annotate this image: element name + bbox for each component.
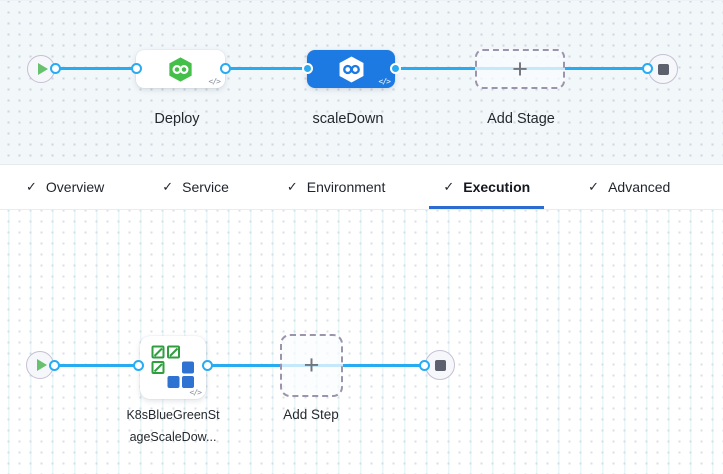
- connector-port: [301, 63, 313, 74]
- tab-environment[interactable]: ✓ Environment: [273, 165, 400, 209]
- connector-port: [389, 63, 401, 74]
- tab-label: Advanced: [608, 179, 671, 195]
- plus-icon: +: [512, 53, 528, 84]
- step-connector-line: [54, 364, 425, 367]
- step-label-k8s-bluegreen-scaledown: K8sBlueGreenStageScaleDow...: [126, 408, 220, 444]
- connector-port: [49, 63, 61, 74]
- plus-icon: +: [303, 350, 320, 380]
- stage-graph-canvas: </> </> + Deploy scaleDown Add Stage: [0, 0, 723, 164]
- connector-port: [201, 359, 213, 371]
- connector-port: [418, 359, 430, 371]
- stage-node-deploy[interactable]: </>: [136, 50, 225, 88]
- tab-execution[interactable]: ✓ Execution: [429, 165, 545, 209]
- code-icon: </>: [378, 77, 391, 86]
- code-icon: </>: [208, 77, 221, 86]
- add-stage-button[interactable]: +: [475, 49, 565, 89]
- add-step-button[interactable]: +: [280, 334, 343, 397]
- check-icon: ✓: [26, 179, 37, 194]
- step-label-add-step: Add Step: [283, 407, 339, 422]
- connector-port: [48, 359, 60, 371]
- stop-icon: [434, 359, 446, 371]
- play-icon: [36, 359, 47, 371]
- deploy-hexagon-icon: [169, 56, 192, 82]
- check-icon: ✓: [286, 179, 298, 194]
- code-icon: </>: [189, 388, 202, 397]
- scaledown-hexagon-icon: [339, 55, 363, 83]
- stage-label-add-stage: Add Stage: [487, 111, 555, 127]
- connector-port: [641, 63, 653, 74]
- stage-label-scaledown: scaleDown: [312, 111, 384, 127]
- connector-port: [130, 63, 142, 74]
- stop-icon: [657, 63, 669, 75]
- step-end-node: [425, 350, 455, 380]
- stage-node-scaledown[interactable]: </>: [307, 50, 395, 88]
- k8s-bluegreen-icon: [151, 345, 194, 388]
- stage-tabbar: ✓ Overview ✓ Service ✓ Environment ✓ Exe…: [0, 164, 723, 210]
- check-icon: ✓: [588, 179, 600, 194]
- connector-port: [219, 63, 231, 74]
- tab-overview[interactable]: ✓ Overview: [12, 165, 118, 209]
- stage-end-node: [648, 54, 678, 84]
- check-icon: ✓: [443, 179, 455, 194]
- stage-start-node: [27, 55, 55, 83]
- tab-label: Overview: [45, 179, 105, 195]
- connector-port: [132, 359, 144, 371]
- tab-advanced[interactable]: ✓ Advanced: [574, 165, 684, 209]
- play-icon: [37, 63, 48, 75]
- execution-graph-canvas: </> + K8sBlueGreenStageScaleDow... Add S…: [0, 210, 723, 474]
- tab-label: Service: [182, 179, 229, 195]
- step-node-k8s-bluegreen-scaledown[interactable]: </>: [140, 336, 206, 399]
- tab-label: Execution: [463, 179, 531, 195]
- stage-label-deploy: Deploy: [154, 111, 200, 127]
- check-icon: ✓: [162, 179, 174, 194]
- tab-service[interactable]: ✓ Service: [148, 165, 243, 209]
- tab-label: Environment: [306, 179, 386, 195]
